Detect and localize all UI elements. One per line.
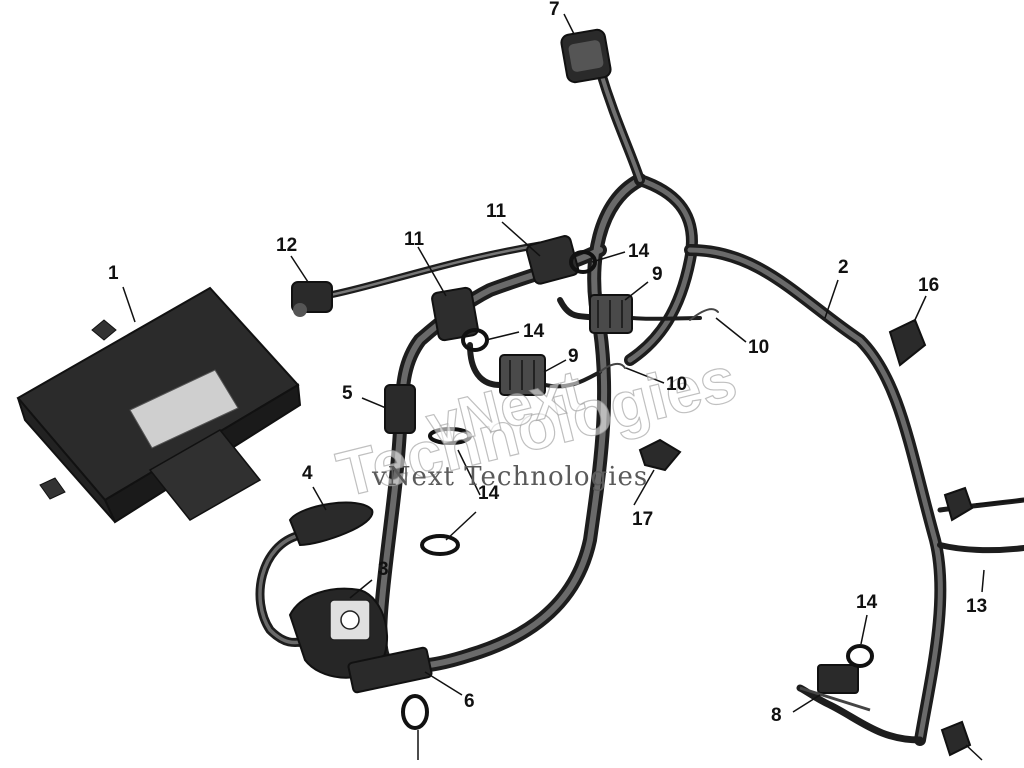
callout-1: 1 bbox=[108, 263, 119, 284]
callout-16: 16 bbox=[918, 275, 940, 296]
cable-clips bbox=[401, 250, 874, 730]
callout-13: 13 bbox=[966, 596, 988, 617]
callout-14-center: 14 bbox=[478, 483, 500, 504]
callout-9-upper: 9 bbox=[652, 264, 663, 285]
callout-3: 3 bbox=[378, 559, 389, 580]
callout-4: 4 bbox=[302, 463, 313, 484]
watermark-text: vNext Technologies bbox=[372, 462, 649, 492]
callout-11-upper: 11 bbox=[486, 201, 507, 222]
callout-2: 2 bbox=[838, 257, 849, 278]
callout-6: 6 bbox=[464, 691, 475, 712]
callout-11-lower: 11 bbox=[404, 229, 425, 250]
callout-17: 17 bbox=[632, 509, 654, 530]
connectors bbox=[288, 28, 974, 757]
callout-7: 7 bbox=[549, 0, 560, 20]
callout-10-right: 10 bbox=[748, 337, 770, 358]
callout-10-left: 10 bbox=[666, 374, 688, 395]
callout-14-right: 14 bbox=[856, 592, 878, 613]
ecu-module bbox=[16, 286, 302, 524]
callout-14-mid: 14 bbox=[523, 321, 545, 342]
callout-8: 8 bbox=[771, 705, 782, 726]
callout-5: 5 bbox=[342, 383, 353, 404]
callout-12: 12 bbox=[276, 235, 298, 256]
callout-9-lower: 9 bbox=[568, 346, 579, 367]
leader-lines bbox=[122, 13, 1024, 761]
callout-14-top: 14 bbox=[628, 241, 650, 262]
